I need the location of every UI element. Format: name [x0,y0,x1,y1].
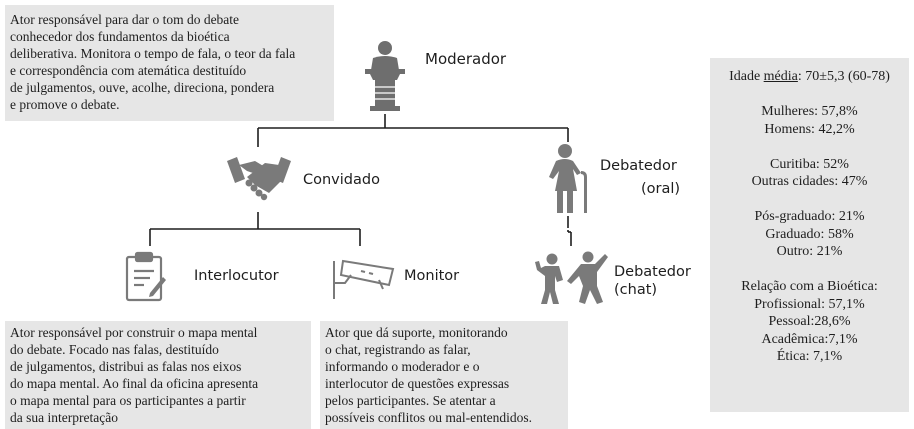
monitor-description-line: o chat, registrando as falar, [325,342,471,357]
moderator-description-line: deliberativa. Monitora o tempo de fala, … [10,46,296,61]
moderator-description-line: e promove o debate. [10,97,120,112]
interlocutor-description-line: do debate. Focado nas falas, destituído [10,342,219,357]
bioethics-title: Relação com a Bioética: [741,279,878,294]
handshake-icon [227,157,291,201]
interlocutor-description-line: de julgamentos, distribui as falas nos e… [10,359,242,374]
elderly-person-cane-icon [549,144,587,213]
participant-stats-panel: Idade média: 70±5,3 (60-78) Mulheres: 57… [710,58,909,412]
monitor-description-line: possíveis conflitos ou mal-entendidos. [325,410,532,425]
moderator-description-line: conhecedor dos fundamentos da bioética [10,29,230,44]
podium-speaker-icon [365,41,405,111]
moderator-label: Moderador [425,50,507,68]
monitor-description-line: pelos participantes. Se atentar a [325,393,496,408]
moderator-description-line: Ator responsável para dar o tom do debat… [10,12,240,27]
chat-debater-label-line1: Debatedor [614,264,691,280]
personal-stat: Pessoal:28,6% [768,314,851,329]
women-stat: Mulheres: 57,8% [761,104,858,119]
clipboard-icon [125,251,166,302]
oral-debater-label-line2: (oral) [641,181,681,197]
age-value: : 70±5,3 (60-78) [797,69,890,84]
monitor-description-line: Ator que dá suporte, monitorando [325,325,508,340]
other-education-stat: Outro: 21% [776,244,843,259]
interlocutor-description-line: Ator responsável por construir o mapa me… [10,325,258,340]
age-stat: Idade média: 70±5,3 (60-78) [710,68,909,86]
academic-stat: Acadêmica:7,1% [761,331,858,347]
postgrad-stat: Pós-graduado: 21% [754,209,865,224]
curitiba-stat: Curitiba: 52% [770,156,849,172]
monitor-description-line: interlocutor de questões expressas [325,376,510,391]
interlocutor-description-line: do mapa mental. Ao final da oficina apre… [10,376,259,391]
guest-label: Convidado [303,172,380,188]
ethics-stat: Ética: 7,1% [776,349,843,364]
people-celebrating-icon [535,251,608,304]
monitor-description-box: Ator que dá suporte, monitorando o chat,… [320,321,568,429]
interlocutor-description-line: da sua interpretação [10,410,118,425]
other-cities-stat: Outras cidades: 47% [751,174,868,189]
graduate-stat: Graduado: 58% [765,226,854,242]
interlocutor-description-line: o mapa mental para os participantes a pa… [10,393,246,408]
men-stat: Homens: 42,2% [764,121,855,137]
age-prefix: Idade [729,69,764,84]
professional-stat: Profissional: 57,1% [754,296,865,312]
chat-debater-label-line2: (chat) [614,282,658,298]
age-underlined: média [763,69,798,84]
monitor-label: Monitor [404,268,460,284]
moderator-description-box: Ator responsável para dar o tom do debat… [5,5,334,121]
monitor-description-line: informando o moderador e o [325,359,480,374]
interlocutor-description-box: Ator responsável por construir o mapa me… [5,321,311,429]
security-camera-icon [333,259,395,299]
moderator-description-line: e correspondência com atemática destituí… [10,63,247,78]
interlocutor-label: Interlocutor [194,268,279,284]
oral-debater-label-line1: Debatedor [600,158,677,174]
moderator-description-line: de julgamentos, ouve, acolhe, direciona,… [10,80,275,95]
